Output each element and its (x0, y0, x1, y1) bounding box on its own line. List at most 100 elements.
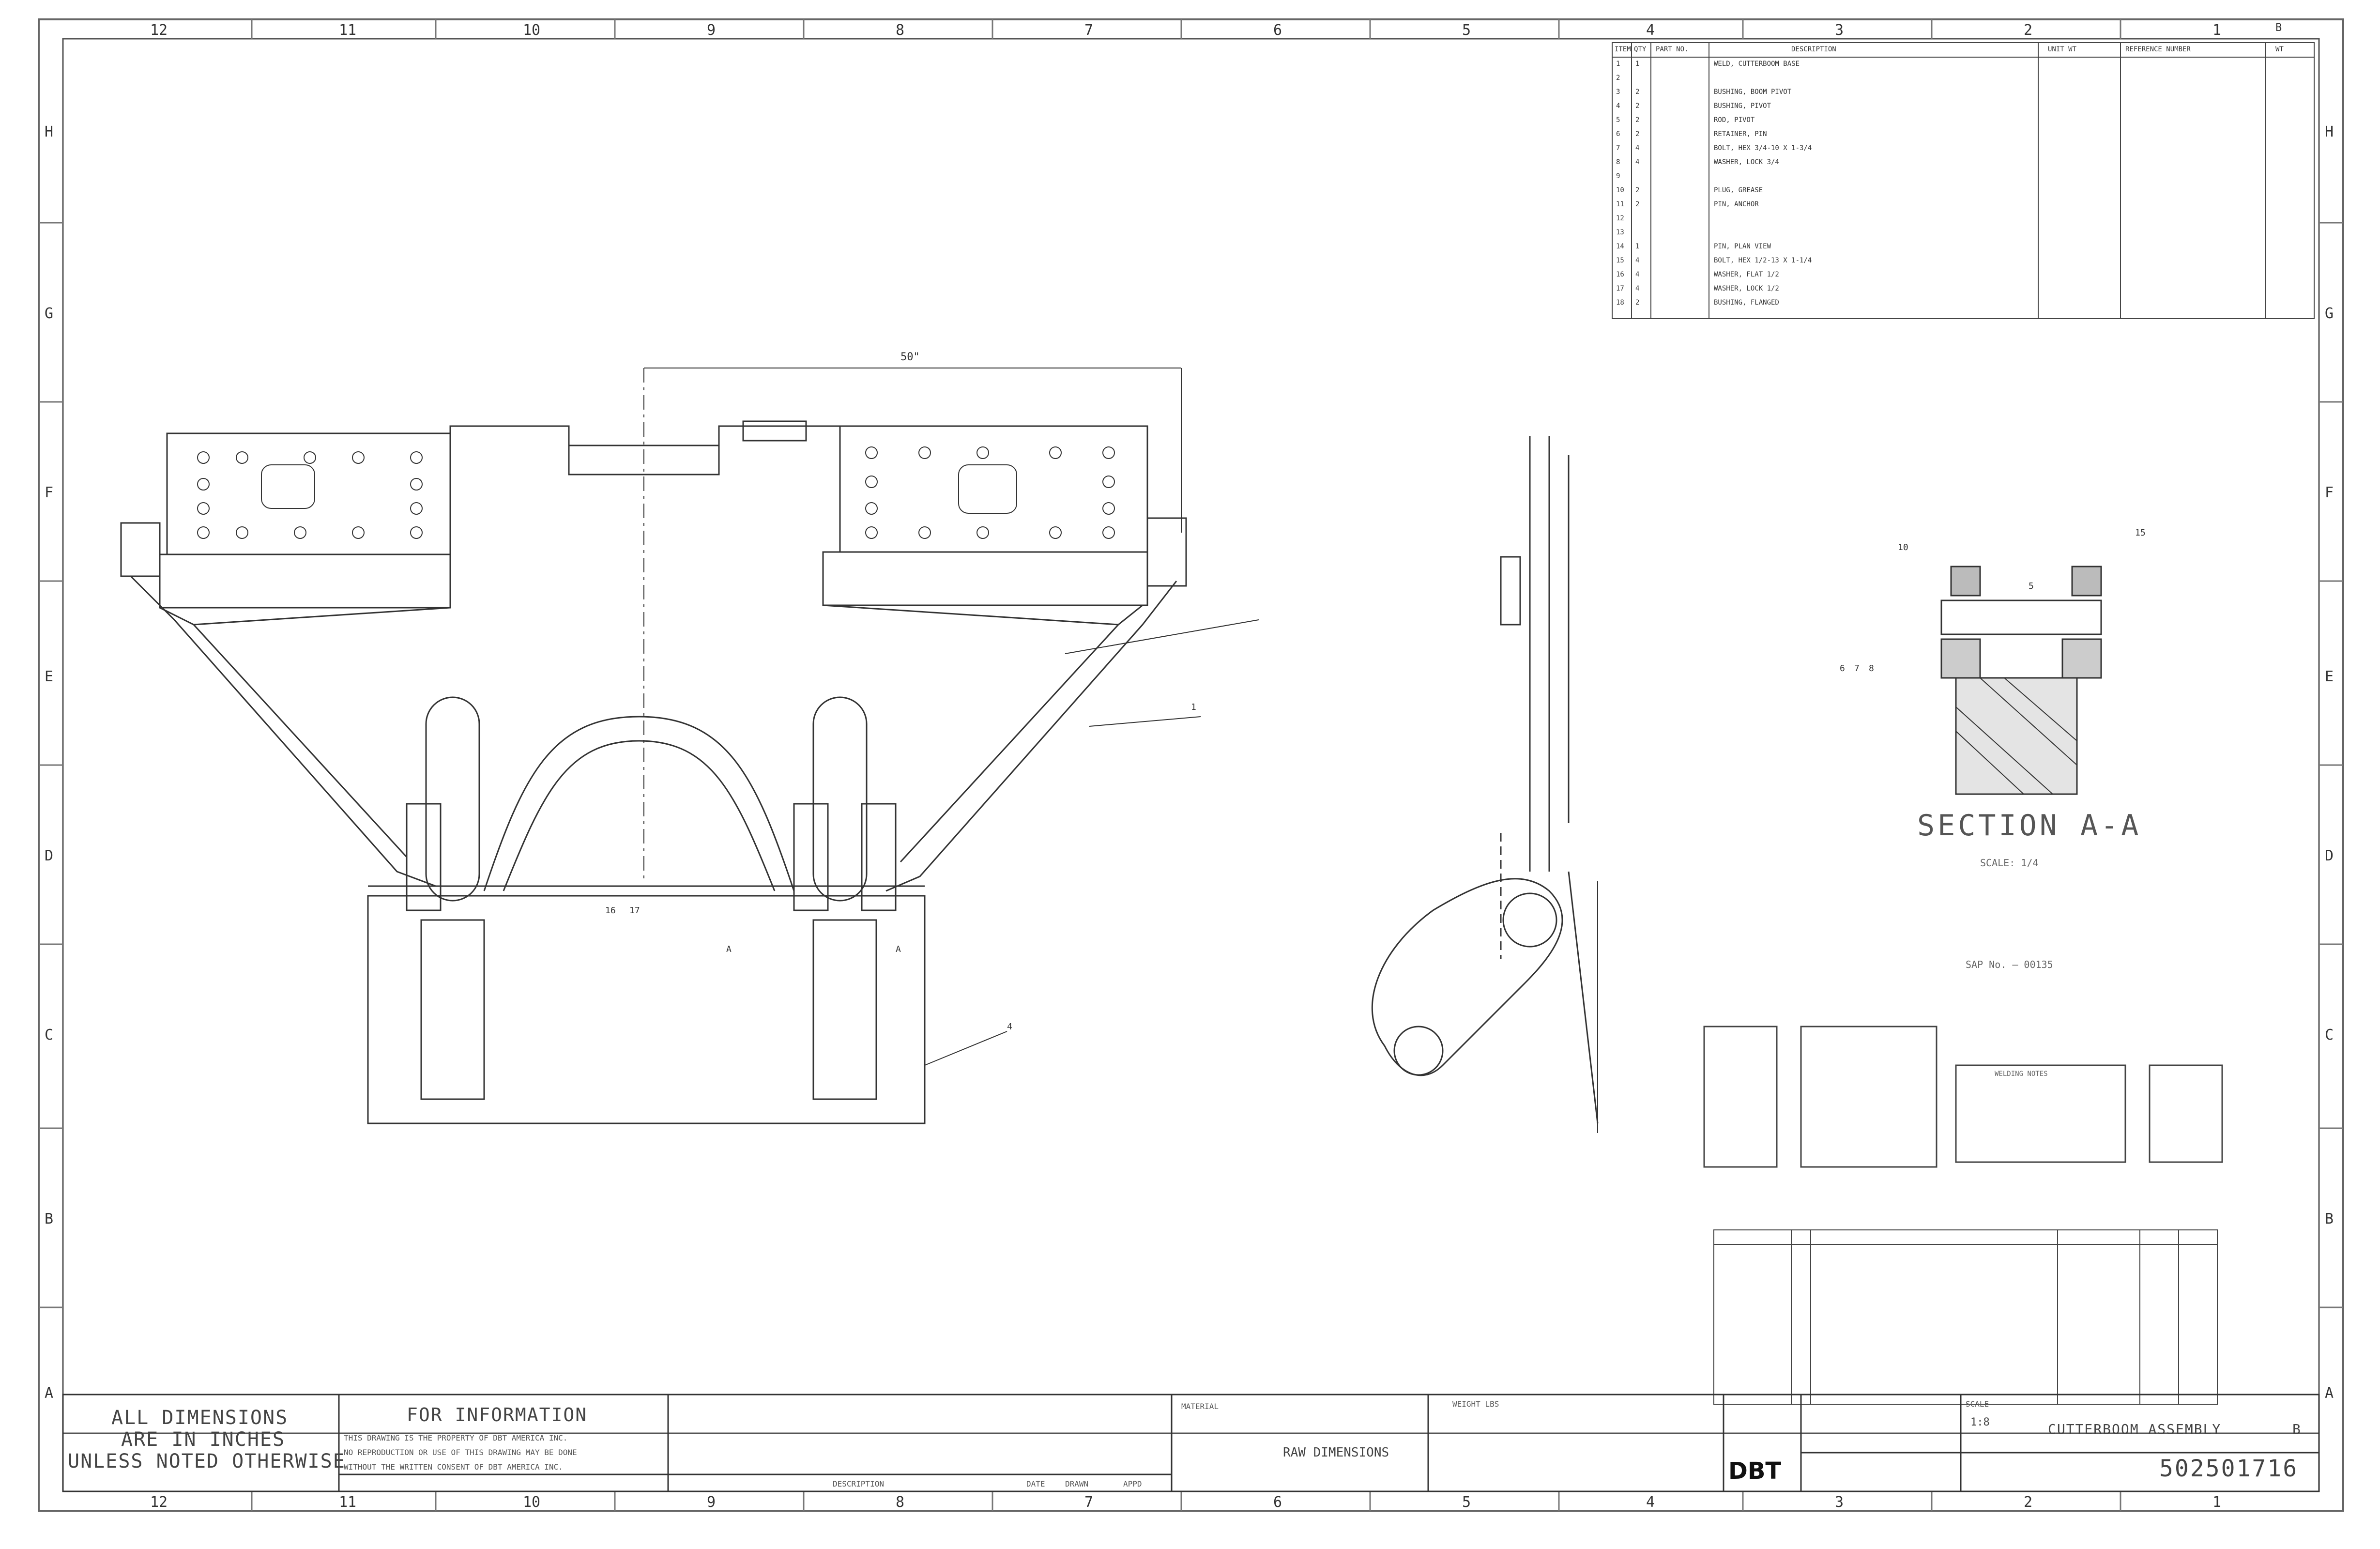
bom-cell: 2 (1635, 200, 1640, 208)
zone-label: 12 (150, 1494, 168, 1511)
front-view (120, 368, 1259, 1124)
bom-cell: BUSHING, PIVOT (1714, 102, 1771, 110)
zone-label: 10 (523, 1494, 541, 1511)
zone-label: B (2325, 1211, 2334, 1227)
bom-cell: RETAINER, PIN (1714, 130, 1767, 138)
zone-label: A (2325, 1385, 2334, 1402)
bom-cell: 10 (1616, 186, 1624, 194)
bom-header: UNIT WT (2048, 46, 2077, 53)
bom-cell: 4 (1635, 257, 1640, 264)
zone-label: 10 (523, 22, 541, 39)
zone-label: G (45, 305, 54, 322)
bom-cell: BUSHING, FLANGED (1714, 299, 1779, 307)
zone-label: E (45, 668, 54, 685)
bom-cell: 17 (1616, 285, 1624, 292)
proprietary-line: THIS DRAWING IS THE PROPERTY OF DBT AMER… (344, 1433, 568, 1442)
bom-cell: WASHER, FLAT 1/2 (1714, 271, 1779, 278)
bom-cell: 2 (1635, 186, 1640, 194)
dbt-logo: DBT (1728, 1457, 1782, 1485)
zone-label: 8 (896, 1494, 905, 1511)
item-callout: 5 (2029, 581, 2034, 591)
bom-header: QTY (1634, 46, 1647, 53)
bom-cell: 1 (1616, 60, 1620, 68)
bom-cell: ROD, PIVOT (1714, 116, 1755, 124)
bom-cell: BOLT, HEX 3/4-10 X 1-3/4 (1714, 144, 1812, 152)
bom-cell: PIN, ANCHOR (1714, 200, 1759, 208)
proprietary-line: NO REPRODUCTION OR USE OF THIS DRAWING M… (344, 1448, 577, 1457)
zone-label: 2 (2024, 22, 2033, 39)
bom-cell: 4 (1635, 285, 1640, 292)
revision-table (1713, 1229, 2218, 1405)
note-boxes (1703, 1026, 2223, 1168)
zone-ticks (39, 19, 2343, 1511)
item-callout: 6 (1840, 663, 1845, 674)
bom-table-grid (1612, 42, 2315, 319)
revision-mark: B (2292, 1421, 2302, 1437)
zone-label: 9 (707, 1494, 716, 1511)
bom-cell: BUSHING, BOOM PIVOT (1714, 88, 1792, 96)
bom-cell: 3 (1616, 88, 1620, 96)
bom-header: PART NO. (1656, 46, 1689, 53)
zone-label: C (2325, 1027, 2334, 1043)
zone-label: 12 (150, 22, 168, 39)
item-callout: 7 (1854, 663, 1860, 674)
bom-cell: 14 (1616, 243, 1624, 250)
bom-cell: 8 (1616, 158, 1620, 166)
zone-label: G (2325, 305, 2334, 322)
bom-cell: 2 (1635, 88, 1640, 96)
section-scale: SCALE: 1/4 (1980, 857, 2039, 869)
zone-label: 11 (339, 1494, 357, 1511)
bom-header: WT (2275, 46, 2284, 53)
zone-label: 9 (707, 22, 716, 39)
zone-label: F (45, 484, 54, 501)
zone-label: 6 (1273, 1494, 1282, 1511)
zone-label: 2 (2024, 1494, 2033, 1511)
item-callout: 16 (605, 905, 616, 916)
item-callout: 4 (1007, 1022, 1012, 1032)
bom-cell: WASHER, LOCK 1/2 (1714, 285, 1779, 292)
corner-tag: B (2275, 22, 2282, 34)
raw-dimensions-label: RAW DIMENSIONS (1283, 1445, 1389, 1460)
bom-cell: 4 (1635, 271, 1640, 278)
bom-cell: 7 (1616, 144, 1620, 152)
bom-cell: 4 (1635, 158, 1640, 166)
material-label: MATERIAL (1181, 1402, 1219, 1411)
general-note-line: UNLESS NOTED OTHERWISE (68, 1450, 346, 1472)
item-callout: 17 (629, 905, 640, 916)
section-a-a (1940, 566, 2102, 795)
zone-label: 5 (1462, 1494, 1471, 1511)
zone-label: 7 (1084, 22, 1094, 39)
rev-col-header: APPD (1123, 1479, 1142, 1488)
bom-cell: 15 (1616, 257, 1624, 264)
item-callout: 15 (2135, 528, 2146, 538)
for-information-stamp: FOR INFORMATION (407, 1404, 588, 1426)
bom-cell: 2 (1616, 74, 1620, 82)
bom-cell: WELD, CUTTERBOOM BASE (1714, 60, 1800, 68)
item-callout: 10 (1898, 542, 1908, 552)
section-marker: A (896, 944, 901, 954)
general-note-line: ARE IN INCHES (121, 1428, 286, 1451)
bom-cell: 1 (1635, 243, 1640, 250)
zone-label: H (45, 123, 54, 140)
zone-label: B (45, 1211, 54, 1227)
bom-cell: 1 (1635, 60, 1640, 68)
section-title: SECTION A-A (1917, 809, 2142, 843)
zone-label: D (2325, 847, 2334, 864)
zone-label: 11 (339, 22, 357, 39)
sap-number: SAP No. — 00135 (1966, 959, 2053, 970)
zone-label: 5 (1462, 22, 1471, 39)
bom-cell: BOLT, HEX 1/2-13 X 1-1/4 (1714, 257, 1812, 264)
bom-cell: 9 (1616, 172, 1620, 180)
zone-label: C (45, 1027, 54, 1043)
overall-dimension: 50" (900, 351, 920, 363)
rev-col-header: DRAWN (1065, 1479, 1089, 1488)
scale-value: 1:8 (1970, 1416, 1990, 1428)
bom-cell: 6 (1616, 130, 1620, 138)
rev-col-header: DESCRIPTION (833, 1479, 884, 1488)
side-view (1371, 436, 1599, 1133)
bom-cell: 13 (1616, 229, 1624, 236)
bom-cell: 2 (1635, 299, 1640, 307)
item-callout: 8 (1869, 663, 1874, 674)
zone-label: F (2325, 484, 2334, 501)
